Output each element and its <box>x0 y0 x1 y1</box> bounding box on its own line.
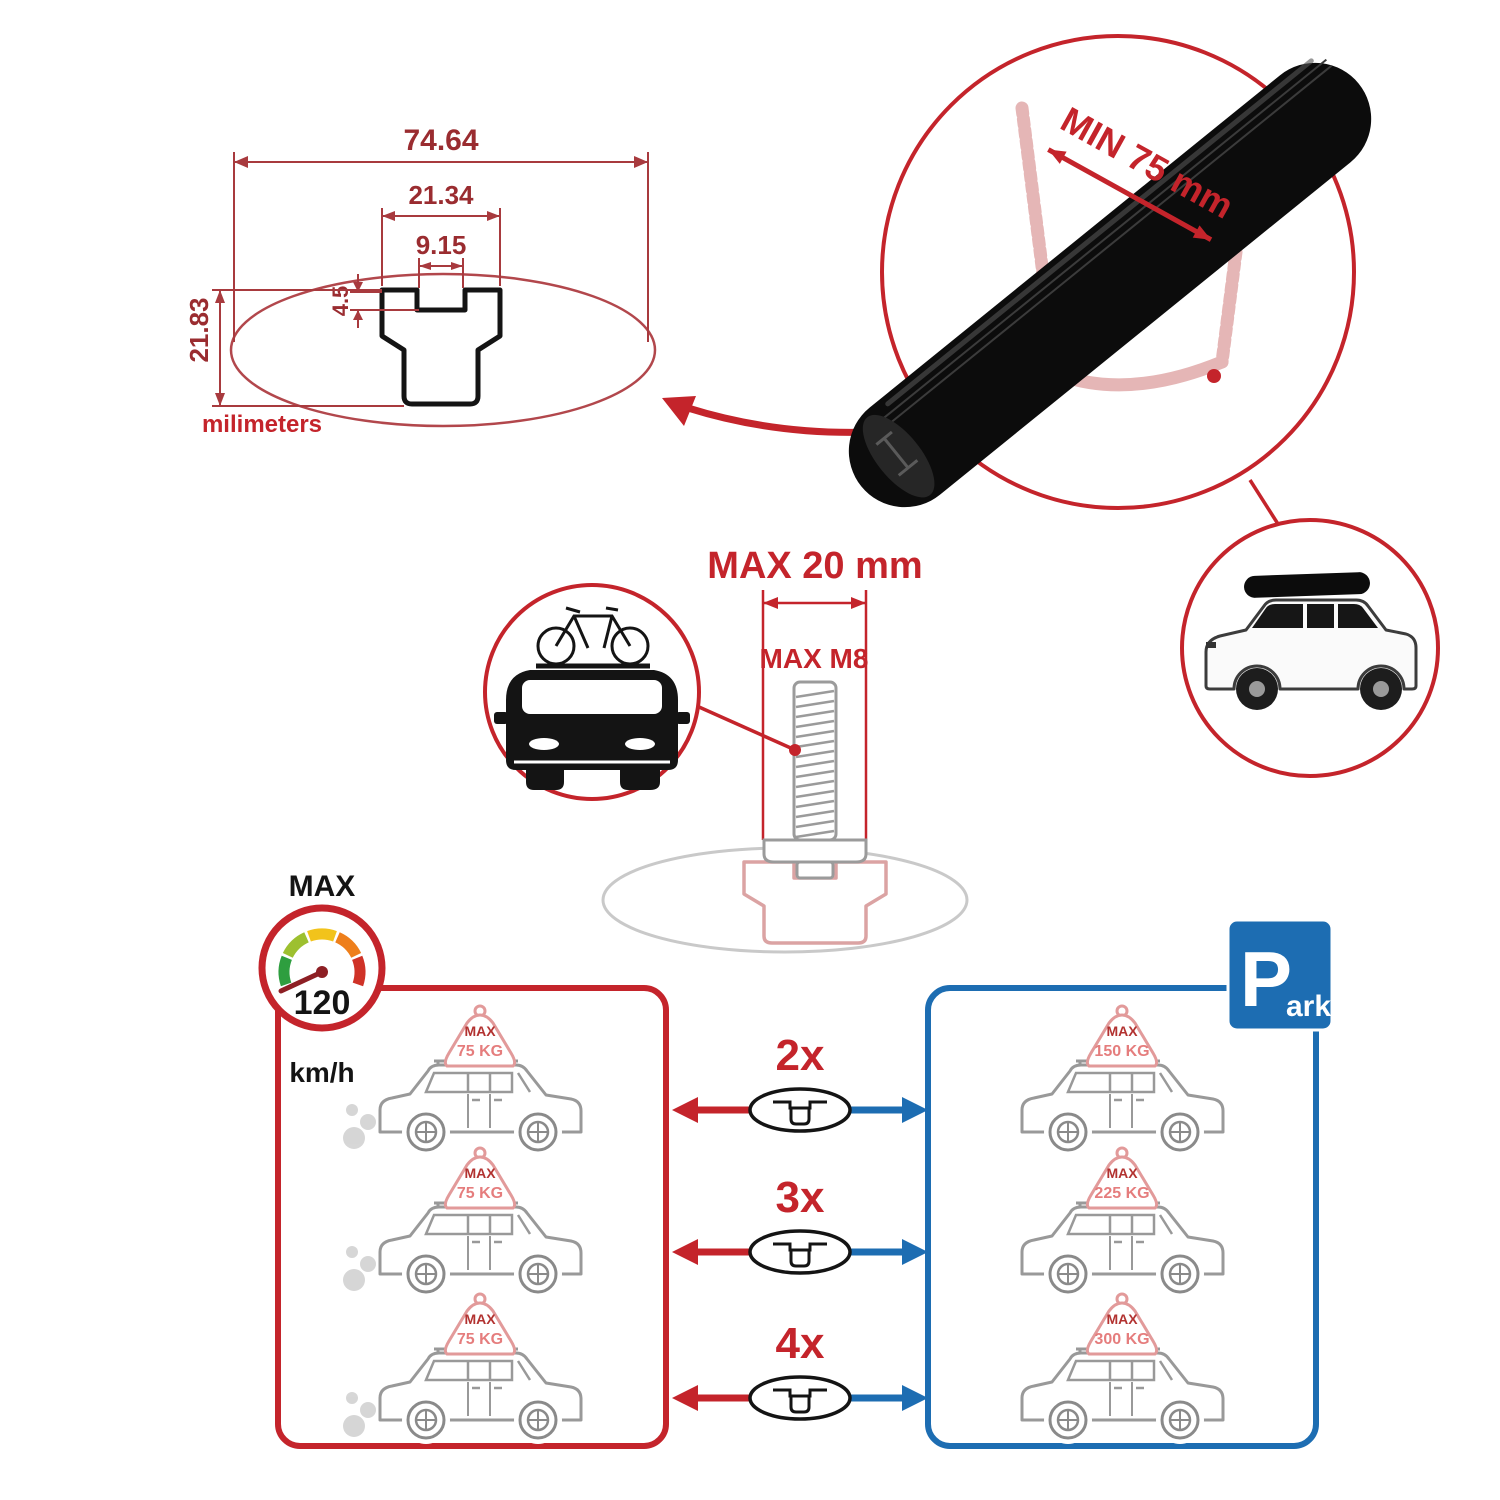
mirror <box>676 712 690 724</box>
comparison-row: MAX 75 KG 3x MAX 225 KG <box>343 1146 1225 1300</box>
load-weight: 75 KG <box>457 1043 503 1060</box>
roof-box <box>1244 572 1370 598</box>
gauge-needle <box>278 969 325 994</box>
arrowhead <box>215 393 225 406</box>
dim-total-height: 21.83 <box>184 297 214 362</box>
suv-roofbox-illustration <box>1180 518 1440 778</box>
profile-sketch <box>742 860 888 945</box>
load-weight: 75 KG <box>457 1185 503 1202</box>
headlight <box>625 738 655 750</box>
load-weight: 300 KG <box>1094 1331 1149 1348</box>
cross-section-diagram: 74.64 21.34 9.15 4.5 21.83 <box>184 124 906 438</box>
parking-sign-board <box>1226 918 1334 1032</box>
u-bolt-left-rod <box>1015 101 1053 305</box>
headlight <box>529 738 559 750</box>
speed-unit: km/h <box>289 1057 354 1088</box>
speed-value: 120 <box>294 984 351 1022</box>
mini-profile-icon <box>773 1100 827 1126</box>
load-max-label: MAX <box>1106 1311 1138 1327</box>
dim-slot-outer: 21.34 <box>408 180 474 210</box>
bolt-spec: MAX 20 mm MAX M8 <box>483 545 969 954</box>
load-weight: 150 KG <box>1094 1043 1149 1060</box>
load-max-label: MAX <box>464 1311 496 1327</box>
exhaust-smoke <box>343 1392 376 1437</box>
arrowhead <box>902 1097 928 1123</box>
gauge-pivot <box>316 966 328 978</box>
parking-sign: P ark <box>1226 918 1334 1032</box>
mirror <box>494 712 508 724</box>
connector-line <box>698 705 794 751</box>
load-max-label: MAX <box>464 1023 496 1039</box>
speed-limit-badge: MAX 120 km/h <box>258 870 386 1088</box>
arrowhead <box>902 1385 928 1411</box>
suv-windows <box>1252 604 1378 628</box>
crossbar-oval-icon <box>748 1229 852 1275</box>
load-max-label: MAX <box>1106 1165 1138 1181</box>
u-bolt-right-rod <box>1215 245 1243 369</box>
arrowhead <box>851 597 866 609</box>
threads <box>795 689 835 839</box>
mini-profile-icon <box>773 1242 827 1268</box>
speed-max-label: MAX <box>289 870 356 903</box>
marker-dot <box>789 744 801 756</box>
parking-rest: ark <box>1286 990 1331 1023</box>
dim-slot-opening: 9.15 <box>416 230 467 260</box>
arrowhead <box>451 262 463 270</box>
crossbar-oval-icon <box>748 1375 852 1421</box>
exhaust-smoke <box>343 1104 376 1149</box>
arrowhead <box>662 396 696 426</box>
arrowhead <box>382 211 395 221</box>
arrowhead <box>902 1239 928 1265</box>
exhaust-smoke <box>343 1246 376 1291</box>
arrowhead <box>487 211 500 221</box>
marker-dot <box>1207 369 1221 383</box>
load-max-label: MAX <box>464 1165 496 1181</box>
bar-count-label: 2x <box>776 1031 825 1080</box>
t-bolt <box>762 680 868 880</box>
arrowhead <box>672 1385 698 1411</box>
arrowhead <box>234 156 248 168</box>
bar-count-label: 3x <box>776 1173 825 1222</box>
arrowhead <box>353 282 363 292</box>
bolt-foot <box>795 860 835 880</box>
crossbar-oval-icon <box>748 1087 852 1133</box>
mini-profile-icon <box>773 1388 827 1414</box>
arrowhead <box>1192 225 1212 240</box>
bar-closeup: MIN 75 mm <box>848 34 1440 778</box>
load-max-label: MAX <box>1106 1023 1138 1039</box>
arrowhead <box>419 262 431 270</box>
units-label: milimeters <box>202 411 322 438</box>
headlight <box>1206 642 1216 648</box>
windshield <box>522 680 662 714</box>
load-weight: 225 KG <box>1094 1185 1149 1202</box>
load-weight: 75 KG <box>457 1331 503 1348</box>
arrowhead <box>672 1097 698 1123</box>
arrowhead <box>672 1239 698 1265</box>
arrowhead <box>353 310 363 320</box>
max-width-label: MAX 20 mm <box>707 545 922 587</box>
dim-total-width: 74.64 <box>403 124 478 157</box>
arrowhead <box>215 290 225 303</box>
parking-letter: P <box>1240 935 1292 1023</box>
window-pillars <box>1303 604 1338 628</box>
bar-count-label: 4x <box>776 1319 825 1368</box>
bolt-flange <box>762 838 868 864</box>
arrowhead <box>1048 149 1067 164</box>
dim-line <box>1047 147 1213 242</box>
wheel-hub <box>1249 681 1265 697</box>
wheel-hub <box>1373 681 1389 697</box>
load-comparison: MAX 120 km/h P ark MAX 75 KG <box>258 870 1334 1449</box>
comparison-row: MAX 75 KG 4x MAX 300 KG <box>343 1292 1225 1446</box>
arrowhead <box>634 156 648 168</box>
bike-car-illustration <box>483 583 701 801</box>
max-thread-label: MAX M8 <box>760 643 869 674</box>
arrowhead <box>763 597 778 609</box>
comparison-row: MAX 75 KG 2x MAX 150 KG <box>343 1004 1225 1158</box>
crossbar-3d <box>848 58 1372 508</box>
t-slot-profile <box>379 287 503 407</box>
